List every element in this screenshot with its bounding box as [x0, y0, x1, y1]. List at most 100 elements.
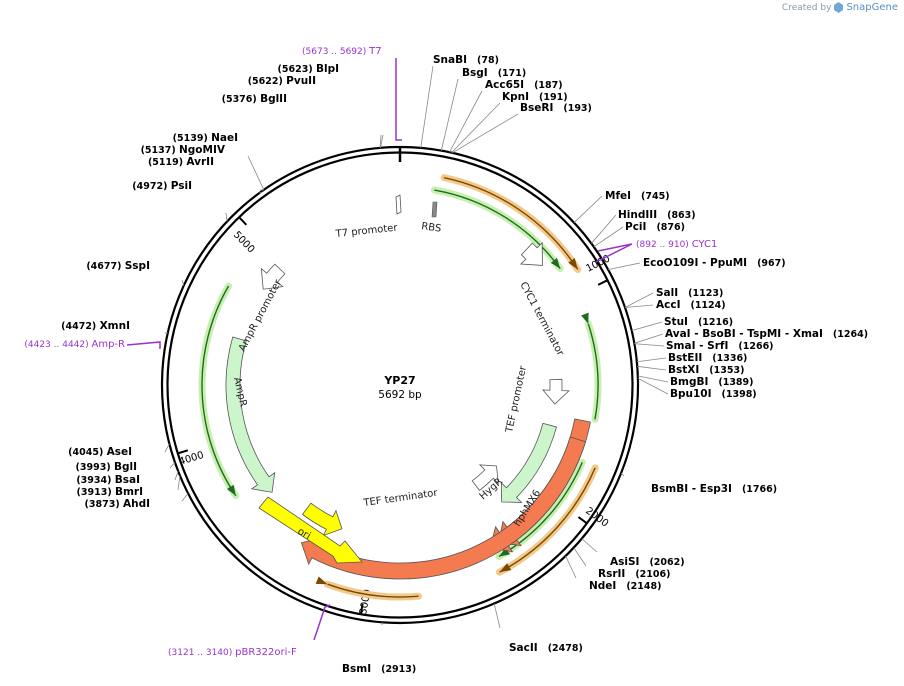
leader-line [317, 159, 319, 162]
snapgene-logo-icon [834, 2, 844, 13]
site-label: NdeI(2148) [589, 580, 661, 592]
tick-4000 [177, 449, 189, 455]
leader-line [420, 65, 434, 148]
site-labels: SnaBI(78)BsgI(171)Acc65I(187)KpnI(191)Bs… [61, 54, 868, 675]
site-label: KpnI(191) [502, 91, 568, 103]
site-label: (5622) PvuII [248, 75, 316, 87]
ori-arrow-unused [301, 502, 343, 537]
plasmid-length: 5692 bp [378, 389, 422, 401]
leader-line [452, 113, 519, 154]
tick-1000 [597, 279, 608, 286]
site-label: SalI(1123) [656, 287, 723, 299]
leader-line [565, 555, 577, 579]
cyc1-terminator-arrow [520, 241, 543, 266]
site-label: AsiSI(2062) [610, 556, 685, 568]
t7-promoter-arrow [395, 194, 402, 215]
site-label: EcoO109I - PpuMI(967) [643, 257, 786, 269]
site-label: Bpu10I(1398) [670, 388, 757, 400]
leader-line [169, 462, 176, 469]
leader-line [440, 78, 459, 151]
site-label: BmgBI(1389) [670, 376, 754, 388]
site-label: BstXI(1353) [668, 364, 744, 376]
leader-line [634, 333, 664, 344]
site-label: (3934) BsaI [76, 474, 140, 486]
primer-label: (892 .. 910) CYC1 [636, 239, 717, 250]
orf-inner-2-head [581, 312, 589, 324]
orf-outer-3-head [315, 576, 328, 585]
site-label: (5376) BglII [222, 93, 287, 105]
site-label: (5623) BlpI [278, 63, 339, 75]
leader-line [573, 195, 603, 223]
leader-line [637, 365, 667, 371]
orf-outer-1-line [443, 176, 579, 270]
site-label: AvaI - BsoBI - TspMI - XmaI(1264) [665, 328, 868, 340]
tick-3000 [359, 603, 364, 615]
site-label: (4972) PsiI [132, 180, 192, 192]
leader-line [164, 443, 170, 453]
orf-inner-1-line [434, 189, 561, 270]
leader-line [451, 102, 501, 153]
label-tef-promoter: TEF promoter [504, 364, 529, 434]
orf-outer-3-line [327, 583, 419, 598]
site-label: HindIII(863) [618, 209, 696, 221]
leader-line [177, 475, 181, 491]
leader-line [608, 262, 641, 271]
orf-outer-1-head [568, 258, 578, 270]
tick-2000 [577, 516, 588, 525]
leader-line [624, 304, 654, 308]
site-label: (4045) AseI [68, 446, 132, 458]
primer-line [313, 604, 331, 641]
site-label: StuI(1216) [664, 316, 733, 328]
primer-line [126, 341, 161, 349]
leader-line [181, 279, 185, 286]
site-leaders [164, 65, 669, 629]
site-label: (4472) XmnI [61, 320, 130, 332]
site-label: AccI(1124) [656, 299, 726, 311]
site-label: (3993) BglI [76, 461, 137, 473]
orf-inner-3-head [499, 547, 511, 557]
leader-line [637, 377, 669, 395]
site-label: PciI(876) [625, 221, 685, 233]
plasmid-name: YP27 [383, 374, 415, 387]
leader-line [637, 375, 669, 383]
tick-label: 5000 [231, 229, 257, 255]
leader-line [581, 538, 598, 553]
ori-arrow [258, 496, 363, 564]
leader-line [174, 470, 179, 481]
leader-line [620, 472, 625, 477]
site-label: (5139) NaeI [173, 132, 238, 144]
site-label: RsrII(2106) [598, 568, 670, 580]
site-label: (3913) BmrI [77, 486, 143, 498]
feature-arrows [225, 194, 591, 580]
tick-5000 [238, 216, 248, 226]
snapgene-credit: Created by SnapGene [782, 2, 898, 13]
orf-inner-4-line [201, 285, 237, 497]
site-label: BsmI(2913) [342, 663, 416, 675]
credit-brand: SnapGene [846, 2, 898, 13]
credit-prefix: Created by [781, 2, 832, 13]
orf-inner-2-line [587, 323, 599, 420]
site-label: (4677) SspI [86, 260, 150, 272]
primer-line [395, 58, 402, 141]
ampr-promoter-arrow [260, 263, 286, 290]
label-rbs: RBS [421, 221, 442, 235]
hygr-arrow [501, 422, 557, 503]
tef-terminator-arrow [471, 464, 499, 491]
leader-line [573, 547, 587, 567]
label-cyc1-terminator: CYC1 terminator [517, 280, 566, 358]
site-label: (5119) AvrII [148, 156, 214, 168]
leader-line [493, 603, 501, 629]
orf-inner-4-head [226, 484, 236, 496]
leader-line [181, 493, 189, 502]
leader-line [631, 321, 663, 332]
leader-line [381, 622, 383, 626]
ampr-arrow [225, 336, 276, 493]
site-label: BstEII(1336) [668, 352, 747, 364]
site-label: Acc65I(187) [485, 79, 563, 91]
leader-line [591, 214, 617, 244]
leader-line [225, 212, 228, 222]
orf-outer-2-line [499, 467, 596, 573]
label-t7-promoter: T7 promoter [334, 222, 399, 240]
orf-inner-1-head [550, 257, 561, 269]
